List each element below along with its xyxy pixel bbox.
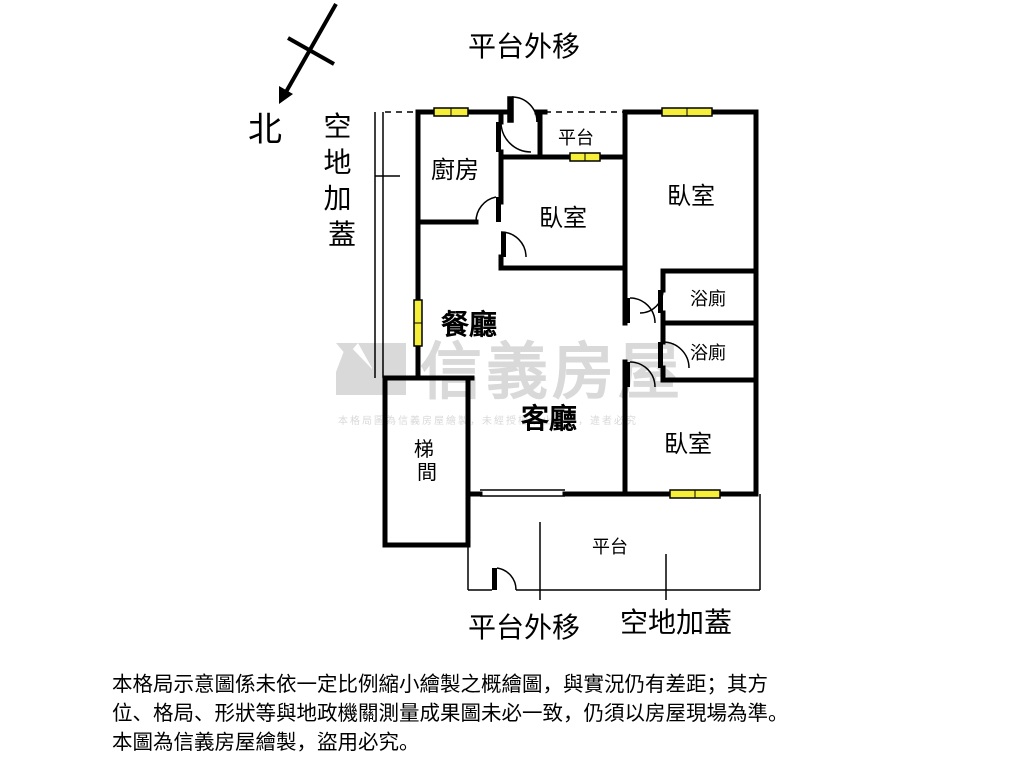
doors — [475, 96, 690, 591]
label-vacant-addition-left: 空 地 加 蓋 — [324, 110, 361, 251]
door-kitchen-dining — [475, 196, 501, 223]
door-bathroom-2 — [658, 341, 690, 369]
house-logo-icon — [336, 343, 406, 395]
disclaimer-line-3: 本圖為信義房屋繪製，盜用必究。 — [112, 730, 420, 754]
north-arrow-icon — [279, 3, 338, 104]
label-bedroom-middle: 臥室 — [539, 204, 587, 232]
label-bathroom-1: 浴廁 — [690, 288, 726, 310]
disclaimer: 本格局示意圖係未依一定比例縮小繪製之概繪圖，與實況仍有差距；其方 位、格局、形狀… — [112, 670, 992, 757]
watermark-brand: 信義房屋 — [420, 335, 684, 408]
watermark-notice: 本格局圖為信義房屋繪製，未經授權禁止盜用，違者必究 — [338, 414, 638, 427]
label-bedroom-lower: 臥室 — [664, 430, 712, 458]
label-stairwell: 梯 間 — [414, 437, 440, 484]
disclaimer-line-2: 位、格局、形狀等與地政機關測量成果圖未必一致，仍須以房屋現場為準。 — [112, 701, 789, 725]
label-platform-move-top: 平台外移 — [468, 30, 580, 63]
label-bedroom-right: 臥室 — [667, 182, 715, 210]
label-vacant-addition-bottom: 空地加蓋 — [620, 606, 732, 639]
door-kitchen-top — [507, 96, 538, 123]
label-bathroom-2: 浴廁 — [690, 342, 726, 364]
label-dining: 餐廳 — [441, 308, 497, 341]
label-platform-move-bottom: 平台外移 — [468, 611, 580, 644]
door-bathroom-1 — [639, 289, 664, 314]
disclaimer-line-1: 本格局示意圖係未依一定比例縮小繪製之概繪圖，與實況仍有差距；其方 — [112, 672, 768, 696]
label-kitchen: 廚房 — [431, 156, 479, 184]
door-bedroom-middle — [500, 231, 527, 258]
window-mullions — [414, 108, 696, 498]
label-living: 客廳 — [521, 402, 577, 435]
door-platform-bottom — [492, 567, 517, 591]
north-label: 北 — [248, 110, 282, 150]
thin-outline — [374, 112, 761, 600]
door-bedroom-right — [625, 297, 656, 324]
door-kitchen-side — [496, 121, 532, 153]
watermark: 信義房屋 本格局圖為信義房屋繪製，未經授權禁止盜用，違者必究 — [336, 335, 684, 427]
label-platform-top: 平台 — [558, 128, 594, 149]
door-bedroom-lower — [625, 361, 656, 388]
label-platform-bottom: 平台 — [592, 537, 628, 558]
